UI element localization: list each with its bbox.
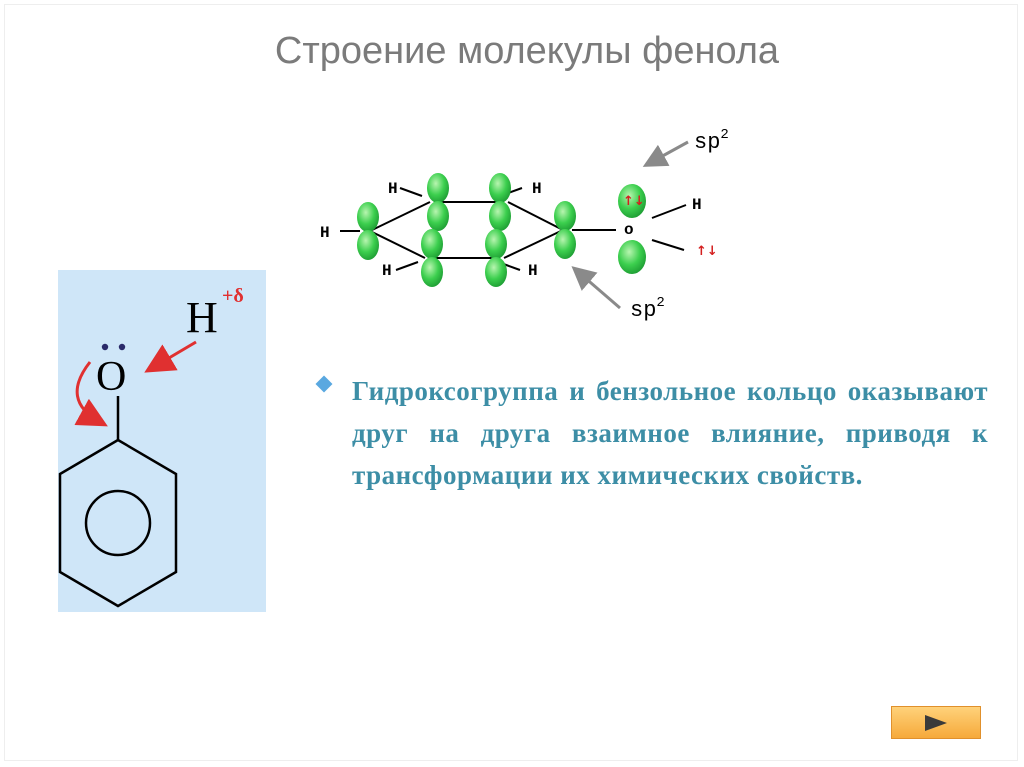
pointer-arrow xyxy=(571,266,621,310)
electron-pair-symbol: ↑↓ xyxy=(623,194,645,209)
hydrogen-label: H xyxy=(532,180,542,198)
formula-background xyxy=(58,270,266,612)
sp2-label-top: sp2 xyxy=(694,127,729,155)
play-triangle-icon xyxy=(925,714,947,731)
slide-frame xyxy=(4,4,1018,761)
partial-charge-label: +δ xyxy=(222,285,244,307)
lone-pair-dot xyxy=(118,343,126,351)
oxygen-label: O xyxy=(96,354,126,400)
sp2-label-bottom: sp2 xyxy=(630,295,665,323)
aromatic-circle xyxy=(84,489,152,557)
oxygen-label: o xyxy=(624,221,634,239)
hydrogen-label: H xyxy=(186,293,218,342)
carbon-p-orbitals xyxy=(357,173,576,287)
phenol-orbital-diagram: H H H H H H o ↑↓ ↑↓ sp2 sp2 xyxy=(320,127,729,323)
hydrogen-label: H xyxy=(382,262,392,280)
electron-shift-arrow xyxy=(144,340,197,373)
oxygen-orbitals xyxy=(618,184,646,274)
bullet-text: Гидроксогруппа и бензольное кольцо оказы… xyxy=(352,376,988,490)
pointer-arrow xyxy=(642,140,689,167)
hydrogen-label: H xyxy=(388,180,398,198)
next-slide-button[interactable] xyxy=(891,706,981,739)
hydrogen-label: H xyxy=(320,224,330,242)
lone-pair-dot xyxy=(101,343,109,351)
curved-electron-arrow xyxy=(74,361,108,427)
hydrogen-label: H xyxy=(528,262,538,280)
electron-pair-symbol: ↑↓ xyxy=(696,244,718,259)
slide-title: Строение молекулы фенола xyxy=(274,30,780,72)
benzene-ring xyxy=(58,438,178,608)
hydrogen-label: H xyxy=(692,196,702,214)
phenol-structural-formula: H +δ O xyxy=(58,270,266,612)
